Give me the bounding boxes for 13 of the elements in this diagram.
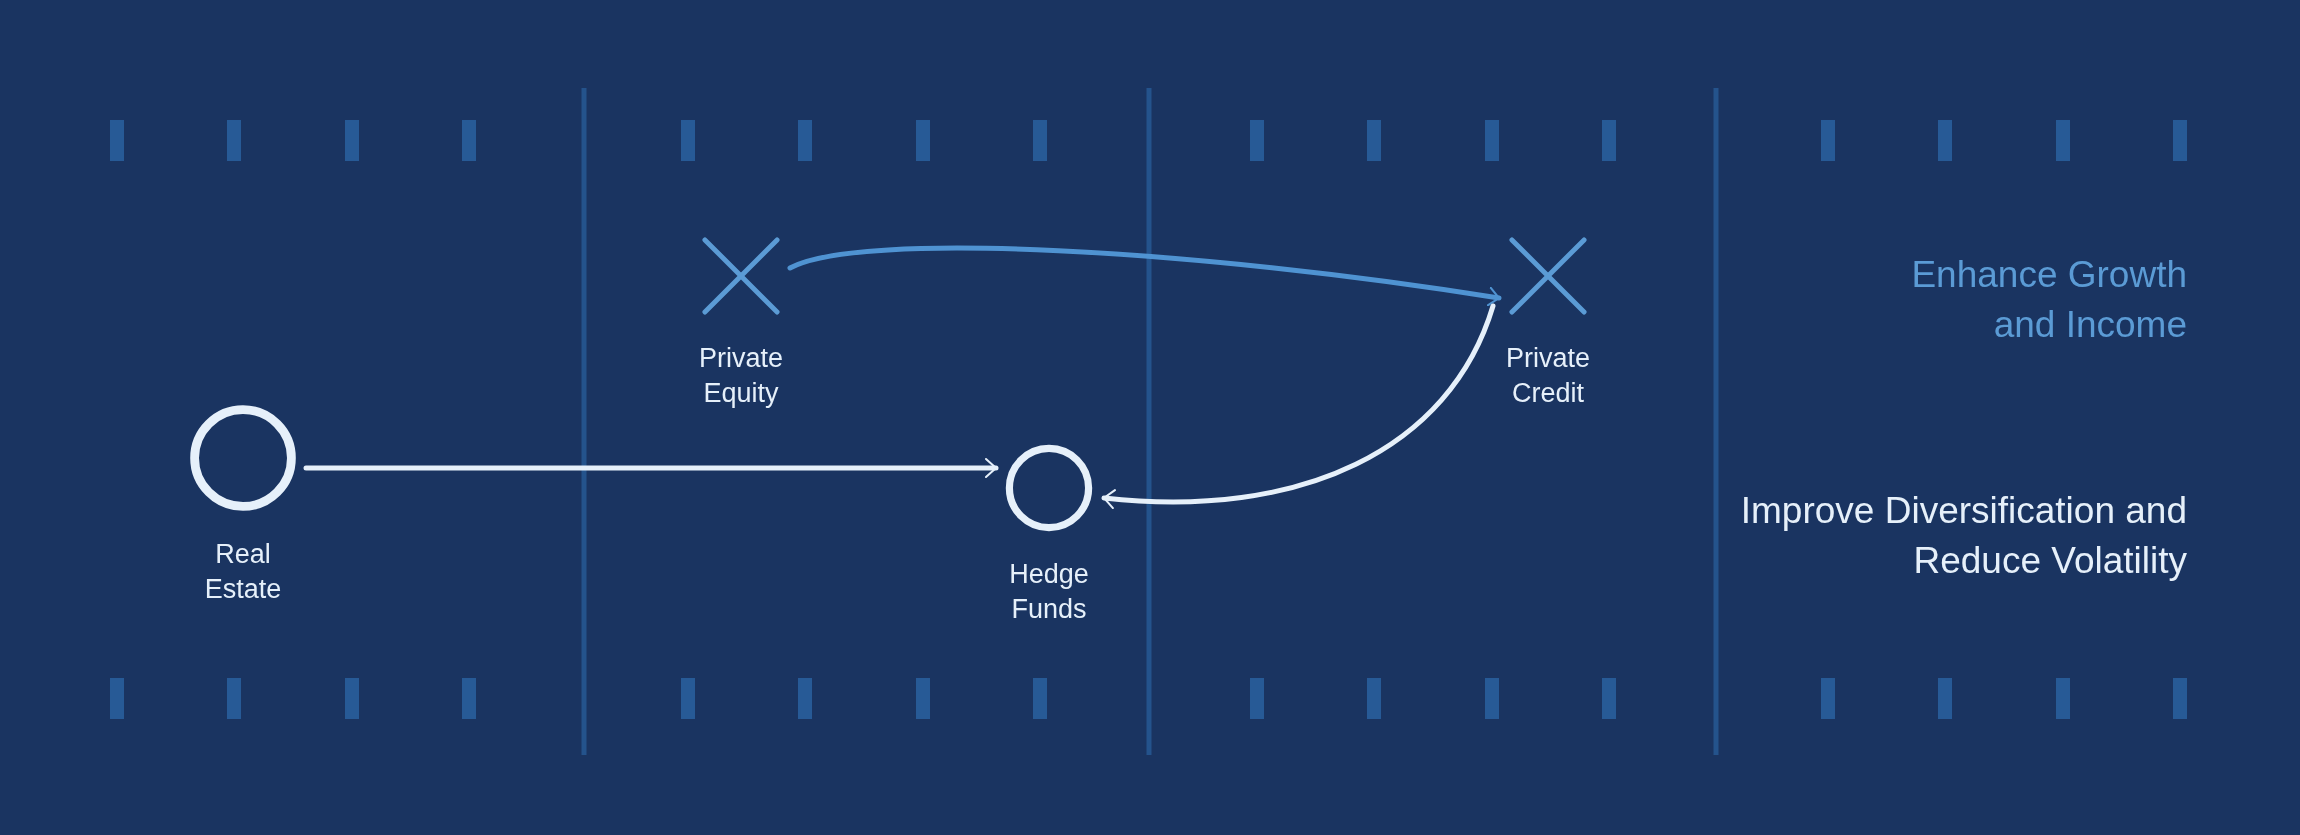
node-label: Real Estate [203, 538, 283, 606]
arrow [787, 245, 1502, 307]
arrow [1101, 303, 1496, 509]
node-label: Hedge Funds [1008, 558, 1090, 626]
cross-mark [700, 235, 782, 317]
node-label: Private Equity [697, 342, 784, 410]
circle-mark [1004, 443, 1094, 533]
heading-text: Enhance Growth and Income [1910, 253, 2187, 347]
heading-text: Improve Diversification and Reduce Volatility [1739, 489, 2187, 583]
cross-mark [1507, 235, 1589, 317]
circle-mark [188, 403, 298, 513]
arrow [303, 458, 999, 478]
node-label: Private Credit [1504, 342, 1591, 410]
